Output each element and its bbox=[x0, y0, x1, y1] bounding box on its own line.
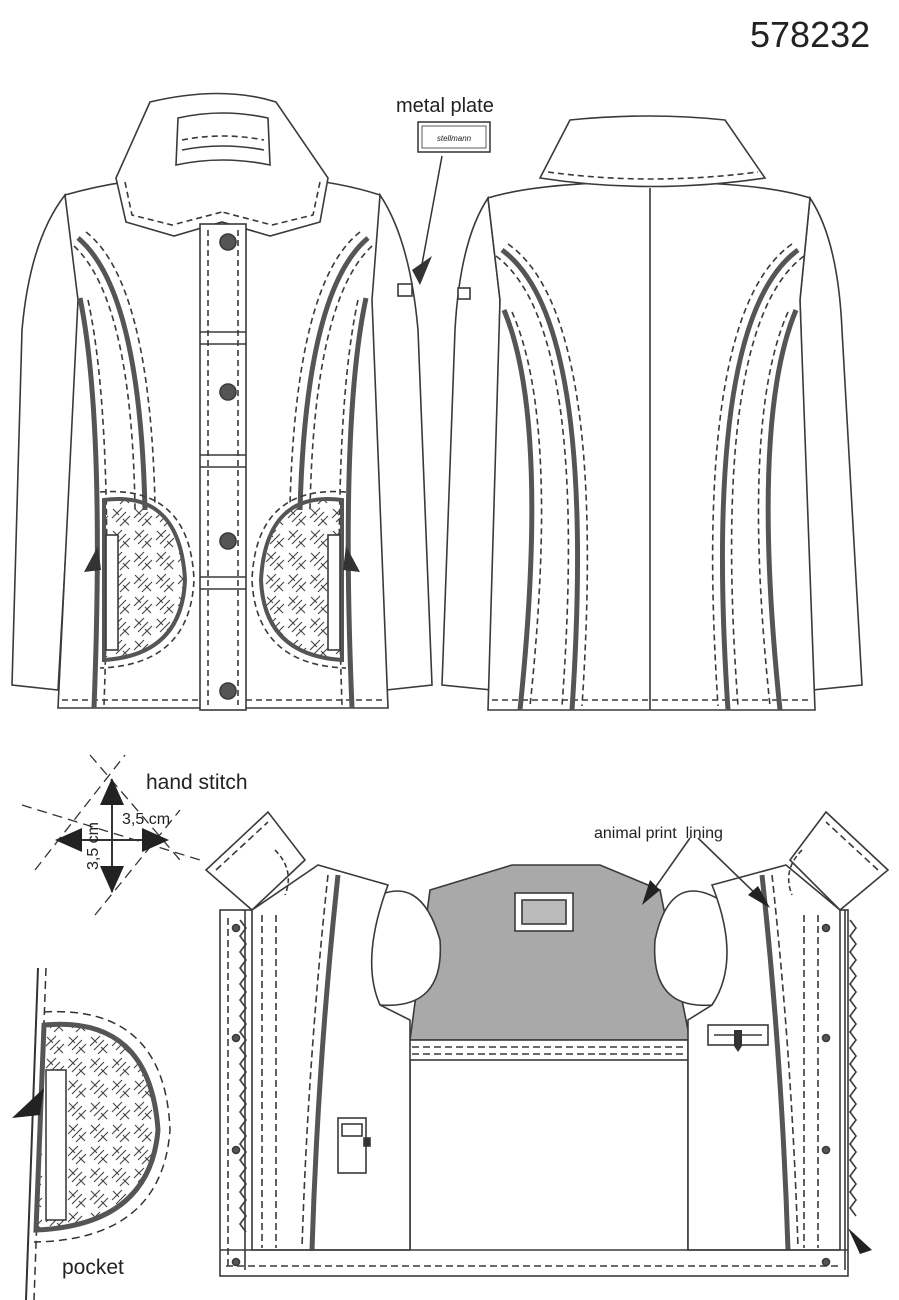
stitch-arrow-right bbox=[142, 828, 169, 852]
inside-left-collar bbox=[204, 810, 307, 912]
front-right-piping-outer bbox=[297, 236, 370, 511]
front-right-piping-inner bbox=[345, 297, 369, 709]
hand-stitch-detail bbox=[21, 754, 201, 916]
front-right-pocket bbox=[258, 497, 344, 663]
back-collar bbox=[538, 115, 767, 188]
stitch-arrow-down bbox=[100, 866, 124, 893]
pocket-label: pocket bbox=[62, 1256, 124, 1279]
back-left-piping-2 bbox=[501, 309, 535, 711]
inside-hem-arrow bbox=[848, 1228, 872, 1254]
animal-print-lining-label: animal print lining bbox=[594, 825, 723, 842]
back-right-piping-1 bbox=[719, 247, 800, 711]
front-button-2 bbox=[219, 383, 237, 401]
inside-right-front-panel bbox=[687, 864, 841, 1251]
front-button-4 bbox=[219, 682, 237, 700]
front-left-sleeve bbox=[11, 193, 81, 691]
front-button-3 bbox=[219, 532, 237, 550]
front-left-pocket-arrow bbox=[84, 546, 101, 572]
front-left-piping-outer bbox=[76, 236, 148, 511]
metal-plate-label: metal plate bbox=[396, 95, 494, 117]
jacket-back-view bbox=[441, 115, 863, 711]
inside-left-piping bbox=[309, 874, 341, 1251]
metal-plate-logo: stellmann bbox=[437, 134, 472, 143]
inside-right-zigzag bbox=[849, 919, 857, 1217]
front-sleeve-plate bbox=[397, 283, 413, 297]
front-button-1 bbox=[219, 233, 237, 251]
front-left-piping-inner bbox=[77, 297, 100, 709]
jacket-front-view bbox=[11, 92, 433, 711]
measure-horizontal: 3,5 cm bbox=[122, 811, 170, 828]
stitch-arrow-left bbox=[55, 828, 82, 852]
front-right-pocket-arrow bbox=[343, 546, 360, 572]
metal-plate-detail bbox=[412, 121, 491, 285]
hand-stitch-label: hand stitch bbox=[146, 771, 248, 794]
stitch-arrow-up bbox=[100, 778, 124, 805]
back-left-piping-1 bbox=[500, 247, 581, 711]
back-sleeve-plate bbox=[457, 287, 471, 300]
measure-vertical: 3,5 cm bbox=[85, 822, 102, 870]
inside-right-piping bbox=[759, 874, 791, 1251]
back-left-sleeve bbox=[441, 195, 501, 691]
inside-left-zigzag bbox=[239, 919, 247, 1233]
inside-left-front-panel bbox=[251, 864, 411, 1251]
front-right-sleeve bbox=[369, 192, 433, 691]
front-left-pocket bbox=[102, 497, 188, 663]
inside-right-collar bbox=[788, 810, 890, 912]
back-right-piping-2 bbox=[765, 309, 799, 711]
back-right-sleeve bbox=[799, 195, 863, 691]
pocket-detail-arrow bbox=[12, 1088, 44, 1118]
article-number: 578232 bbox=[750, 14, 870, 55]
lining-arrow-left bbox=[642, 880, 660, 905]
pocket-detail bbox=[12, 967, 171, 1300]
lining-arrow-right bbox=[748, 886, 770, 908]
jacket-inside-view bbox=[204, 810, 890, 1277]
